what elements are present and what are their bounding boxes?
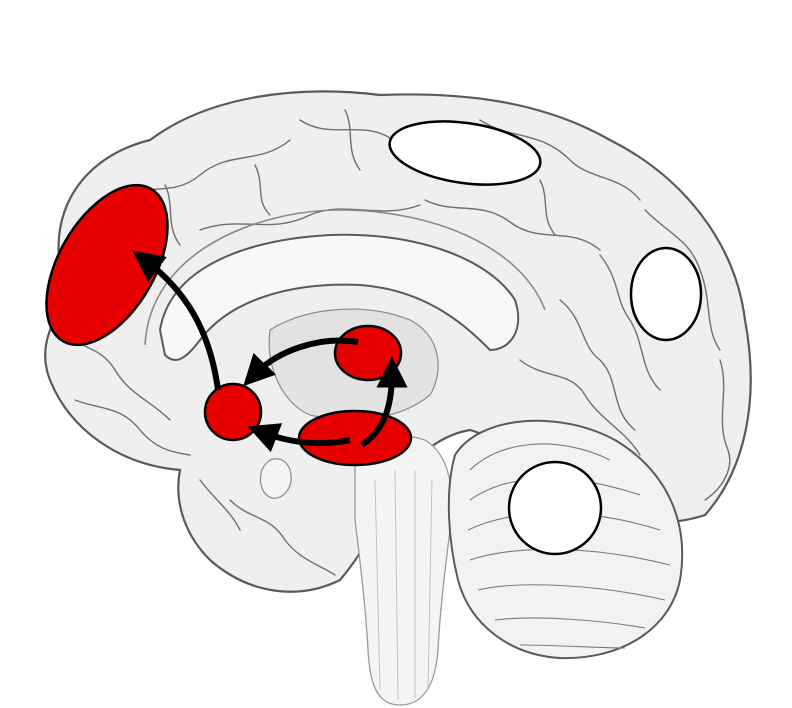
brainstem xyxy=(354,435,453,706)
region-occipital xyxy=(629,246,703,342)
pituitary xyxy=(259,458,292,499)
cerebellar-folia xyxy=(467,443,671,649)
arrow-acc-to-prefrontal xyxy=(132,250,221,391)
arrow-thalamus-to-acc xyxy=(243,337,359,387)
region-thalamus xyxy=(333,324,403,382)
brainstem-fibers xyxy=(374,469,433,701)
region-parietal xyxy=(388,120,542,186)
region-cerebellum xyxy=(507,460,603,556)
region-midbrain xyxy=(297,409,413,467)
arrow-midbrain-to-acc xyxy=(247,423,351,453)
region-prefrontal xyxy=(45,183,169,347)
cingulate-band xyxy=(144,209,546,346)
region-anterior-cingulate xyxy=(203,382,263,442)
corpus-callosum xyxy=(158,233,520,361)
arrow-midbrain-to-thalamus xyxy=(360,356,408,448)
